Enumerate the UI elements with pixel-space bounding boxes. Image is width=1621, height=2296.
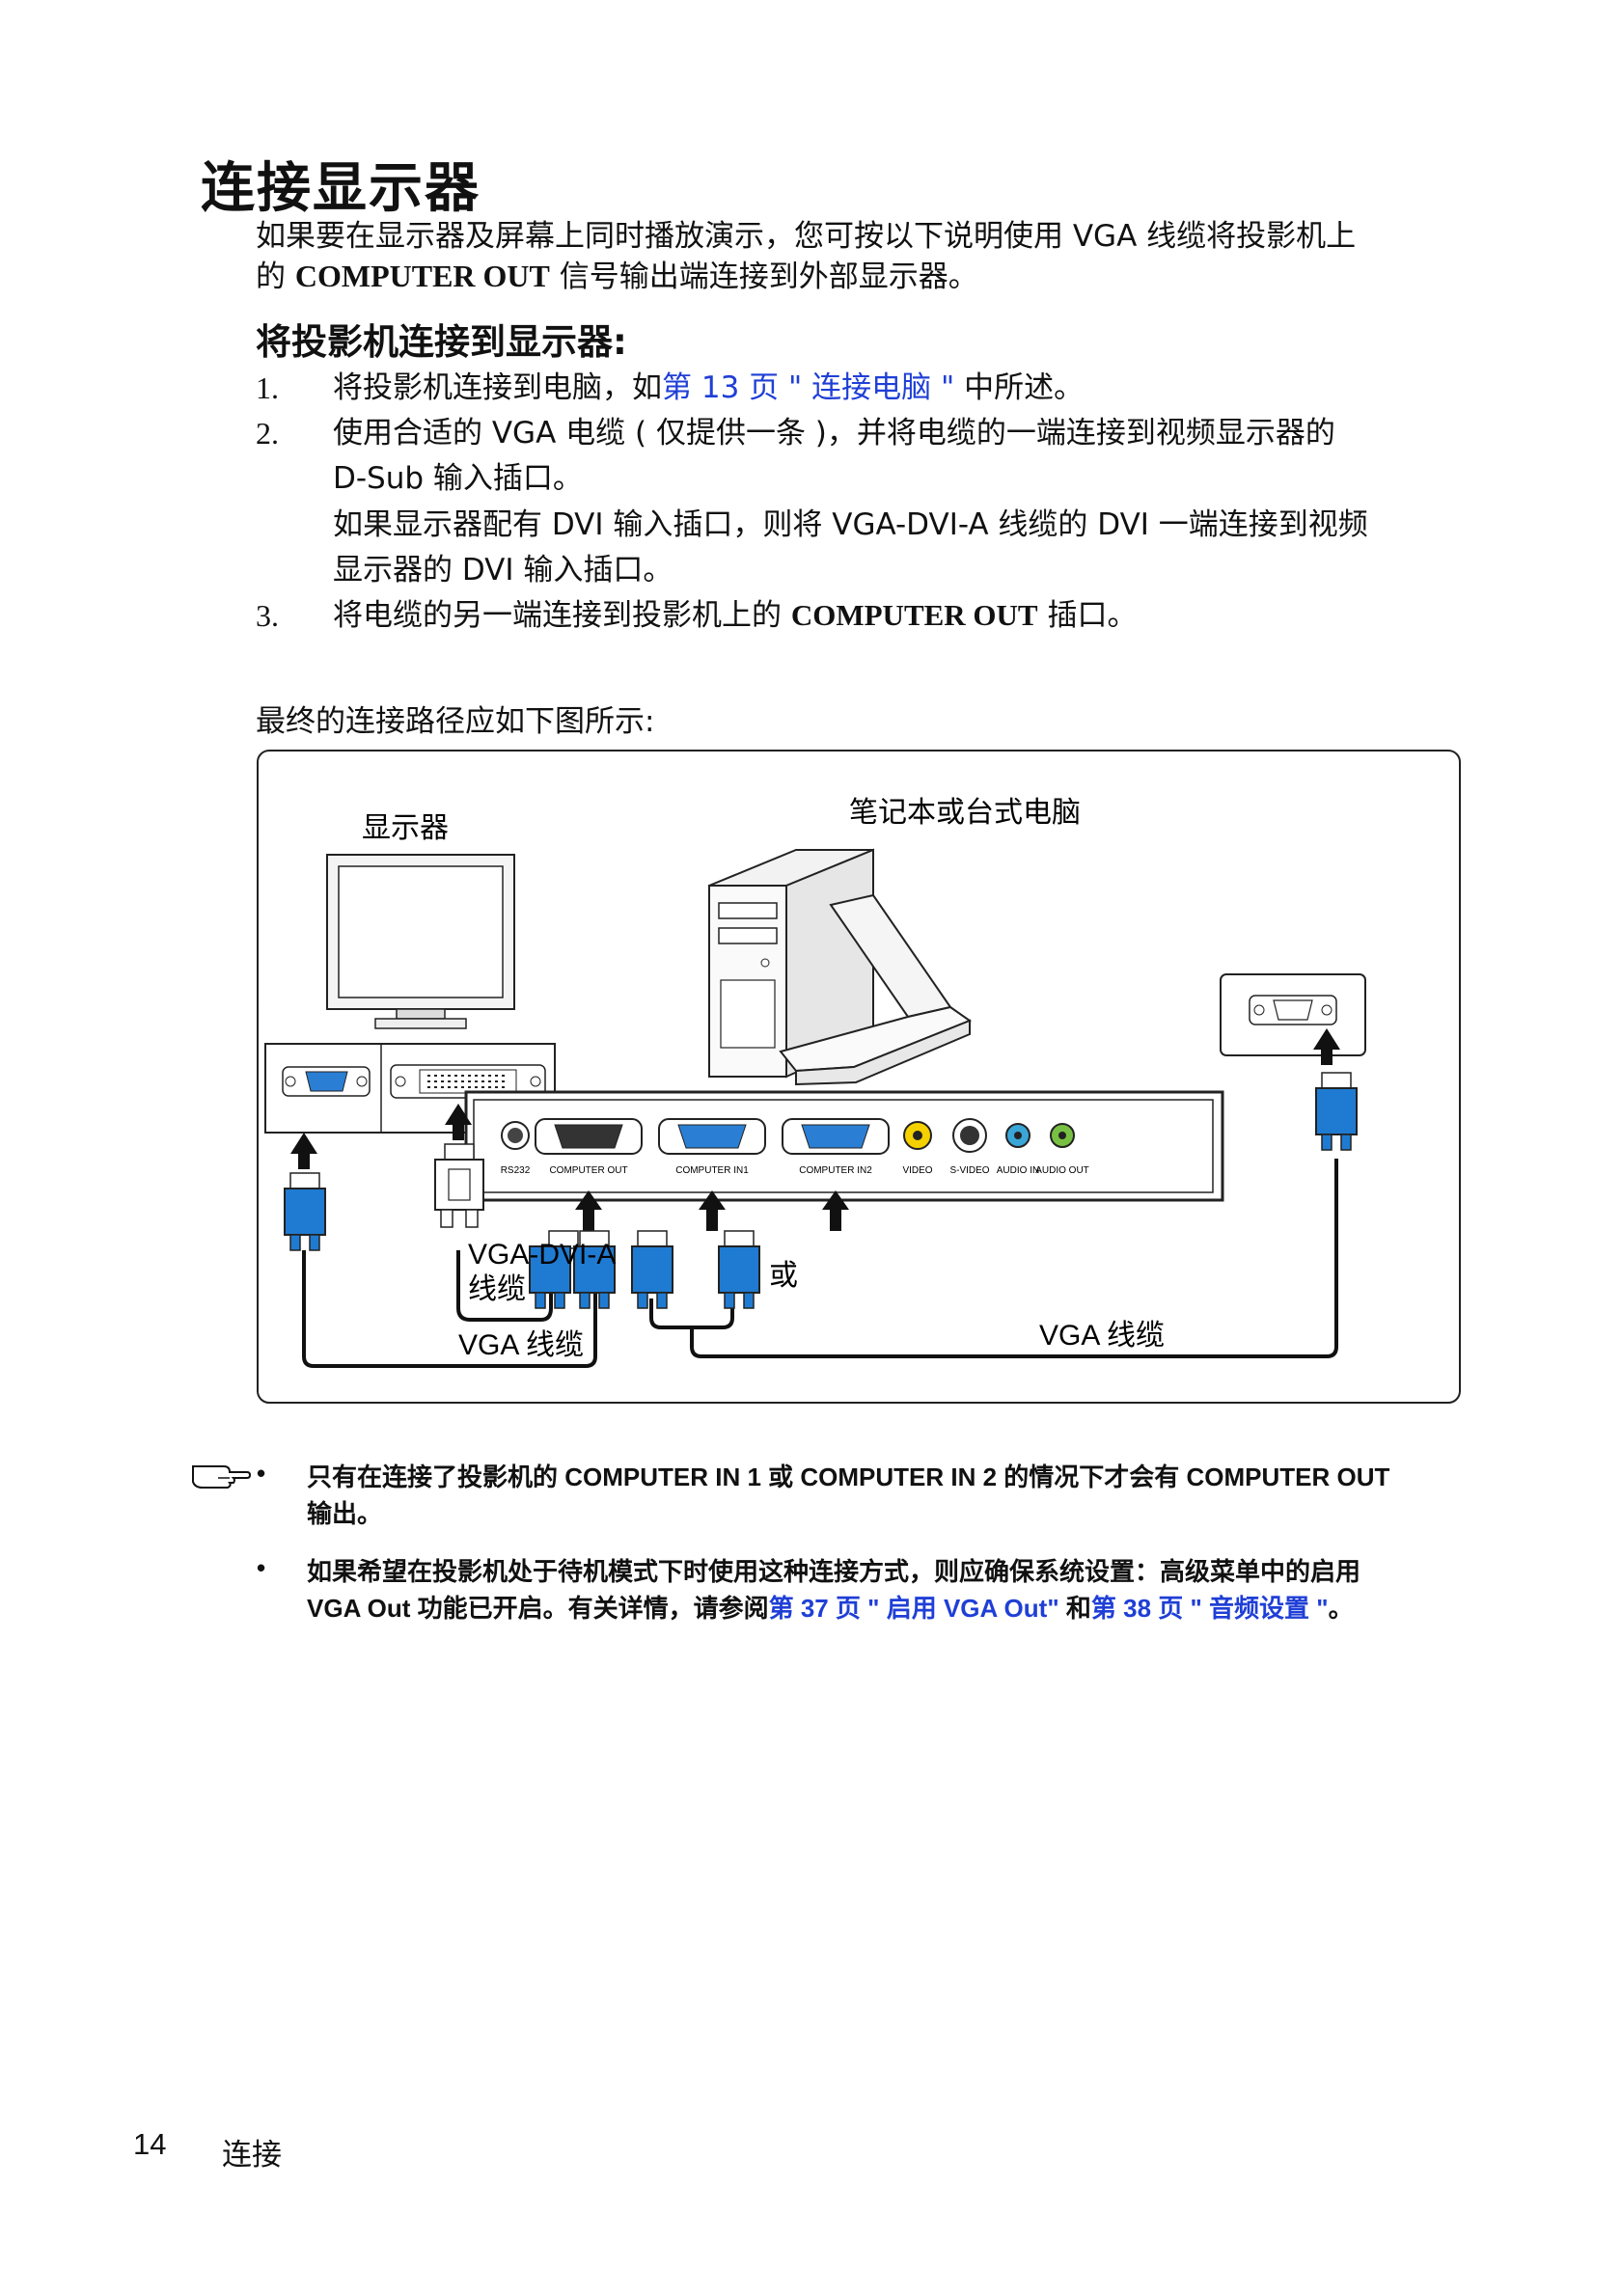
vga-cable-label-left: VGA 线缆 bbox=[458, 1329, 584, 1361]
or-label: 或 bbox=[769, 1260, 798, 1292]
step-2: 2. 使用合适的 VGA 电缆 ( 仅提供一条 )，并将电缆的一端连接到视频显示… bbox=[256, 410, 1471, 506]
port-label-s-video: S-VIDEO bbox=[949, 1165, 989, 1176]
vga-plug-icons bbox=[284, 1072, 1358, 1309]
section-heading: 将投影机连接到显示器: bbox=[256, 321, 627, 363]
port-label-computer-out: COMPUTER OUT bbox=[549, 1165, 627, 1176]
note-1-line-1: 只有在连接了投影机的 COMPUTER IN 1 或 COMPUTER IN 2… bbox=[307, 1462, 1390, 1491]
step-2-extra-1: 如果显示器配有 DVI 输入插口，则将 VGA-DVI-A 线缆的 DVI 一端… bbox=[256, 502, 1471, 548]
note-2-line-2: VGA Out 功能已开启。有关详情，请参阅第 37 页 " 启用 VGA Ou… bbox=[307, 1590, 1465, 1626]
note-text: VGA Out 功能已开启。有关详情，请参阅 bbox=[307, 1594, 769, 1623]
step-2-line-2: D-Sub 输入插口。 bbox=[256, 455, 1471, 502]
step-text: D-Sub 输入插口。 bbox=[333, 461, 583, 496]
pc-label: 笔记本或台式电脑 bbox=[849, 797, 1081, 829]
note-text-mid: 和 bbox=[1058, 1594, 1091, 1623]
step-number: 3. bbox=[256, 598, 279, 633]
computer-out-term: COMPUTER OUT bbox=[294, 259, 550, 293]
port-label-computer-in1: COMPUTER IN1 bbox=[675, 1165, 749, 1176]
page-title: 连接显示器 bbox=[201, 157, 481, 220]
intro-line-1: 如果要在显示器及屏幕上同时播放演示，您可按以下说明使用 VGA 线缆将投影机上 bbox=[256, 212, 1356, 260]
step-3: 3. 将电缆的另一端连接到投影机上的 COMPUTER OUT 插口。 bbox=[256, 592, 1471, 639]
page-number: 14 bbox=[133, 2127, 167, 2161]
step-text: 将投影机连接到电脑，如 bbox=[333, 370, 662, 405]
connection-diagram: 显示器 笔记本或台式电脑 bbox=[257, 750, 1461, 1404]
footer-section: 连接 bbox=[222, 2138, 282, 2173]
dvi-plug-icon bbox=[434, 1143, 484, 1228]
port-label-video: VIDEO bbox=[902, 1165, 932, 1176]
port-label-computer-in2: COMPUTER IN2 bbox=[799, 1165, 872, 1176]
note-text-end: 。 bbox=[1328, 1594, 1354, 1623]
monitor-label: 显示器 bbox=[362, 812, 449, 844]
note-bullet: • bbox=[257, 1553, 266, 1582]
step-number: 1. bbox=[256, 370, 279, 405]
step-2-extra-2: 显示器的 DVI 输入插口。 bbox=[256, 547, 1471, 593]
desktop-pc-icon bbox=[708, 848, 874, 1079]
intro-text-pre: 的 bbox=[256, 260, 295, 294]
vga-cable-label-right: VGA 线缆 bbox=[1039, 1320, 1165, 1352]
laptop-icon bbox=[779, 893, 973, 1086]
cables bbox=[302, 1159, 1338, 1368]
computer-out-term: COMPUTER OUT bbox=[790, 598, 1038, 632]
vga-dvi-cable-label-2: 线缆 bbox=[468, 1273, 526, 1305]
note-2-line-1: 如果希望在投影机处于待机模式下时使用这种连接方式，则应确保系统设置：高级菜单中的… bbox=[307, 1557, 1361, 1586]
intro-text-post: 信号输出端连接到外部显示器。 bbox=[549, 260, 978, 294]
step-text: 将电缆的另一端连接到投影机上的 bbox=[333, 598, 791, 633]
intro-line-2: 的 COMPUTER OUT 信号输出端连接到外部显示器。 bbox=[256, 253, 978, 300]
projector-rear-panel: RS232 COMPUTER OUT COMPUTER IN1 COMPUTER… bbox=[464, 1090, 1224, 1202]
page-38-link[interactable]: 第 38 页 " 音频设置 " bbox=[1090, 1594, 1329, 1623]
port-label-audio-out: AUDIO OUT bbox=[1035, 1165, 1089, 1176]
note-1-line-2: 输出。 bbox=[307, 1499, 383, 1528]
port-label-audio-in: AUDIO IN bbox=[997, 1165, 1039, 1176]
step-text: 使用合适的 VGA 电缆 ( 仅提供一条 )，并将电缆的一端连接到视频显示器的 bbox=[333, 416, 1335, 451]
vga-dvi-cable-label: VGA-DVI-A bbox=[468, 1239, 616, 1271]
pc-output-panel bbox=[1220, 973, 1366, 1056]
step-text: 如果显示器配有 DVI 输入插口，则将 VGA-DVI-A 线缆的 DVI 一端… bbox=[333, 507, 1368, 542]
arrow-icons bbox=[290, 1028, 1340, 1231]
port-label-rs232: RS232 bbox=[501, 1165, 531, 1176]
hand-pointer-icon bbox=[192, 1465, 251, 1489]
monitor-icon bbox=[326, 854, 515, 1029]
page-37-link[interactable]: 第 37 页 " 启用 VGA Out" bbox=[768, 1594, 1059, 1623]
page-13-link[interactable]: 第 13 页 " 连接电脑 " bbox=[662, 370, 955, 405]
step-text-post: 中所述。 bbox=[954, 370, 1085, 405]
step-text-post: 插口。 bbox=[1037, 598, 1138, 633]
intro-text: 如果要在显示器及屏幕上同时播放演示，您可按以下说明使用 VGA 线缆将投影机上 bbox=[256, 219, 1357, 254]
step-1: 1. 将投影机连接到电脑，如第 13 页 " 连接电脑 " 中所述。 bbox=[256, 365, 1471, 411]
step-text: 显示器的 DVI 输入插口。 bbox=[333, 553, 673, 588]
note-bullet: • bbox=[257, 1459, 266, 1488]
monitor-input-panel bbox=[264, 1043, 556, 1134]
step-number: 2. bbox=[256, 416, 279, 451]
diagram-intro: 最终的连接路径应如下图所示: bbox=[256, 704, 655, 739]
